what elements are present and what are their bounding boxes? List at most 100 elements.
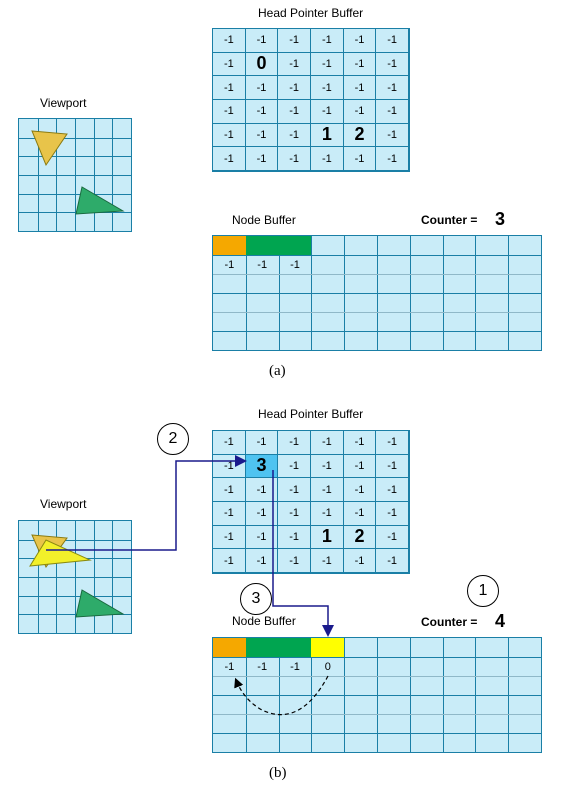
head-pointer-cell: -1 — [311, 549, 344, 573]
head-pointer-cell: -1 — [343, 454, 377, 479]
head-pointer-cell: -1 — [311, 478, 344, 502]
head-pointer-cell: -1 — [343, 29, 377, 53]
node-buffer-gridline — [213, 657, 541, 658]
head-pointer-cell: -1 — [245, 123, 279, 148]
head-pointer-cell: -1 — [245, 29, 279, 53]
counter-value-a: 3 — [495, 209, 506, 229]
head-pointer-cell: -1 — [213, 502, 246, 526]
node-buffer-gridline — [213, 312, 541, 313]
counter-label-b: Counter = — [421, 615, 478, 629]
caption-b: (b) — [269, 765, 287, 781]
head-pointer-buffer-title-b: Head Pointer Buffer — [258, 407, 364, 421]
arrow-head-pointer-to-node — [272, 470, 334, 637]
head-pointer-cell: -1 — [343, 52, 377, 77]
head-pointer-cell: -1 — [213, 525, 246, 550]
head-pointer-cell: -1 — [343, 76, 377, 100]
node-buffer-gridline — [213, 714, 541, 715]
head-pointer-cell: -1 — [245, 502, 279, 526]
head-pointer-cell: -1 — [278, 147, 311, 171]
node-fragment-cell — [278, 236, 313, 255]
head-pointer-cell: -1 — [376, 502, 409, 526]
head-pointer-cell: -1 — [311, 76, 344, 100]
head-pointer-cell: -1 — [278, 454, 311, 479]
node-next-pointer: -1 — [224, 660, 235, 673]
head-pointer-cell: -1 — [213, 478, 246, 502]
head-pointer-cell: -1 — [311, 52, 344, 77]
node-buffer-gridline — [213, 733, 541, 734]
step-1-marker: 1 — [467, 575, 499, 607]
head-pointer-cell: 2 — [343, 123, 377, 148]
triangle-green-b — [75, 589, 125, 618]
node-buffer-gridline — [213, 274, 541, 275]
head-pointer-cell: -1 — [376, 147, 409, 171]
head-pointer-cell: -1 — [278, 525, 311, 550]
node-fragment-cell — [311, 638, 346, 657]
head-pointer-cell: -1 — [213, 29, 246, 53]
head-pointer-cell: -1 — [213, 52, 246, 77]
head-pointer-cell: -1 — [376, 123, 409, 148]
head-pointer-cell: -1 — [376, 431, 409, 455]
arrow-fragment-to-head-pointer — [46, 455, 247, 551]
node-buffer-a: -1-1-1 — [212, 235, 542, 351]
head-pointer-cell: -1 — [311, 29, 344, 53]
triangle-orange-a — [31, 130, 68, 167]
head-pointer-cell: -1 — [311, 431, 344, 455]
head-pointer-cell: -1 — [245, 100, 279, 124]
viewport-gridline — [19, 212, 131, 214]
node-buffer-title-b: Node Buffer — [232, 614, 296, 628]
node-buffer-title-a: Node Buffer — [232, 213, 296, 227]
viewport-gridline — [19, 614, 131, 616]
head-pointer-cell: -1 — [245, 431, 279, 455]
head-pointer-cell: -1 — [213, 76, 246, 100]
head-pointer-cell: -1 — [376, 454, 409, 479]
head-pointer-cell: 1 — [311, 123, 344, 148]
head-pointer-cell: -1 — [278, 52, 311, 77]
node-next-pointer: -1 — [257, 258, 268, 271]
head-pointer-cell: -1 — [376, 525, 409, 550]
head-pointer-cell: -1 — [343, 100, 377, 124]
head-pointer-cell: -1 — [213, 147, 246, 171]
node-next-pointer: -1 — [290, 660, 300, 673]
head-pointer-cell: -1 — [278, 76, 311, 100]
head-pointer-cell: -1 — [278, 502, 311, 526]
head-pointer-cell: -1 — [245, 76, 279, 100]
node-buffer-gridline — [213, 255, 541, 256]
head-pointer-cell: -1 — [278, 29, 311, 53]
head-pointer-cell: 0 — [245, 52, 279, 77]
viewport-gridline — [93, 521, 95, 633]
viewport-gridline — [19, 175, 131, 176]
viewport-title-a: Viewport — [40, 96, 87, 110]
head-pointer-cell: -1 — [343, 478, 377, 502]
viewport-title-b: Viewport — [40, 497, 87, 511]
head-pointer-cell: -1 — [376, 549, 409, 573]
node-next-pointer: 0 — [324, 660, 331, 673]
step-2-marker: 2 — [157, 423, 189, 455]
head-pointer-cell: -1 — [311, 147, 344, 171]
arrow-next-link — [234, 675, 329, 716]
step-3-marker: 3 — [240, 583, 272, 615]
head-pointer-cell: -1 — [278, 549, 311, 573]
head-pointer-cell: -1 — [213, 431, 246, 455]
viewport-gridline — [93, 119, 95, 231]
head-pointer-cell: -1 — [376, 478, 409, 502]
node-buffer-gridline — [213, 676, 541, 677]
head-pointer-cell: 1 — [311, 525, 344, 550]
head-pointer-cell: -1 — [311, 454, 344, 479]
head-pointer-cell: -1 — [278, 431, 311, 455]
head-pointer-cell: -1 — [376, 52, 409, 77]
viewport-gridline — [19, 193, 131, 195]
head-pointer-cell: -1 — [343, 549, 377, 573]
head-pointer-cell: -1 — [278, 478, 311, 502]
triangle-green-a — [75, 186, 125, 215]
head-pointer-cell: -1 — [311, 502, 344, 526]
viewport-gridline — [19, 595, 131, 597]
node-next-pointer: -1 — [290, 258, 300, 271]
head-pointer-cell: -1 — [245, 525, 279, 550]
counter-value-b: 4 — [495, 611, 506, 631]
viewport-gridline — [112, 119, 114, 231]
head-pointer-cell: -1 — [343, 147, 377, 171]
head-pointer-cell: -1 — [376, 76, 409, 100]
